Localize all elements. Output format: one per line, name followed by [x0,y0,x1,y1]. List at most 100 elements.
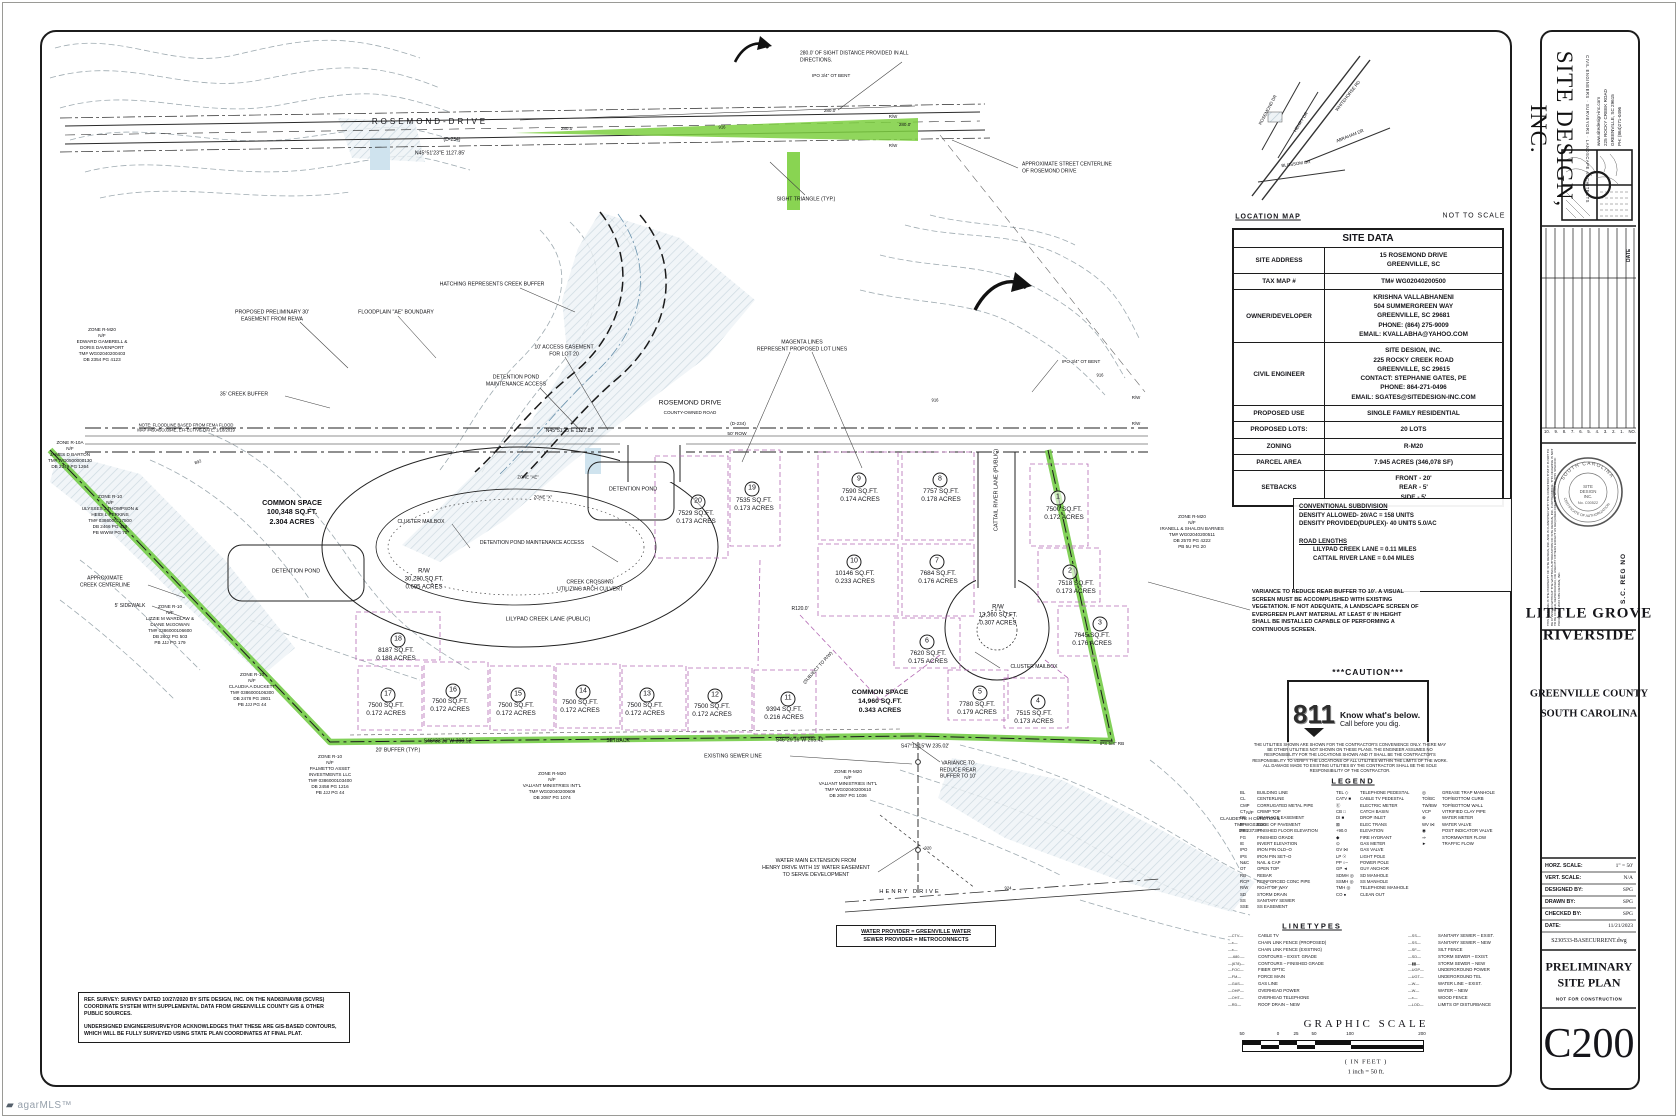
graphic-scale-units: ( IN FEET ) [1344,1058,1388,1066]
location-map-scale-note: NOT TO SCALE [1442,212,1506,220]
site-data-value: R-M20 [1403,442,1424,450]
linetype-item: —UGP—UNDERGROUND POWER [1408,967,1490,973]
survey-notes: REF. SURVEY: SURVEY DATED 10/27/2020 BY … [78,992,350,1044]
project-title-line1: LITTLE GROVE [1525,605,1653,622]
legend-item: PP ○–POWER POLE [1336,859,1389,865]
drawing-file-name: S230533-BASECURRENT.dwg [1551,938,1627,944]
subdivision-line: ROAD LENGTHS [1299,538,1347,545]
company-name: SITE DESIGN, INC. [1526,50,1577,208]
svg-text:SITE: SITE [1583,484,1593,489]
scale-tick: 50 [1239,1031,1245,1036]
detention-pond-outline [227,461,675,602]
site-data-label: TAX MAP # [1234,273,1325,289]
revision-date-label: DATE [1626,248,1632,262]
floodplain-boundary [474,211,667,479]
green-buffer-top [787,152,800,210]
linetypes-title: LINETYPES [1282,921,1342,931]
linetype-item: —CTV—CABLE TV [1228,933,1279,938]
north-arrow-icon [733,36,1032,311]
subdivision-line: CONVENTIONAL SUBDIVISION [1299,504,1388,510]
site-data-row: TAX MAP #TM# WG02040200500 [1234,273,1502,290]
legend-item: WV ⋈WATER VALVE [1422,821,1472,827]
linetype-item: —SD—STORM SEWER – EXIST. [1408,953,1489,959]
site-data-label: CIVIL ENGINEER [1234,343,1325,405]
title-strip-border [1540,30,1640,1090]
call-before-dig: Call before you dig. [1339,720,1401,728]
graphic-scale-bar [1242,1040,1424,1052]
know-whats-below: Know what's below. [1339,710,1421,721]
sheet-number: C200 [1543,1021,1635,1067]
creek-buffer-hatch [50,118,1255,912]
survey-note: REF. SURVEY: SURVEY DATED 10/27/2020 BY … [84,997,325,1018]
site-data-label: ZONING [1234,438,1325,454]
legend-item: ⊙GAS METER [1336,840,1386,846]
graphic-scale-title: GRAPHIC SCALE [1303,1018,1429,1030]
legend-item: CATV ■CABLE TV PEDESTAL [1336,796,1405,802]
svg-text:INC.: INC. [1584,494,1593,499]
linetype-item: —LOD—LIMITS OF DISTURBANCE [1408,1001,1491,1007]
linetype-item: —x—WOOD FENCE [1408,994,1468,1000]
property-boundary [47,447,1116,746]
linetype-item: —GAS—GAS LINE [1228,981,1278,987]
rosemond-drive-row [85,427,1148,453]
site-data-value: 7.945 ACRES (346,078 SF) [1374,458,1453,466]
legend-title: LEGEND [1331,776,1375,786]
site-data-value: 15 ROSEMOND DRIVE GREENVILLE, SC [1379,252,1448,269]
project-state: SOUTH CAROLINA [1540,708,1638,720]
ownership-disclaimer: THIS DRAWING IS THE PROPERTY OF SITE DES… [1546,448,1561,626]
legend-item: GP ◄GUY ANCHOR [1336,866,1389,872]
leader-lines [147,61,1251,873]
site-data-row: PROPOSED LOTS:20 LOTS [1234,422,1502,439]
utilities [844,742,1161,913]
linetype-item: —OHT—OVERHEAD TELEPHONE [1228,994,1310,1000]
linetype-item: —FOC—FIBER OPTIC [1228,967,1285,973]
legend-item: DI ■DROP INLET [1336,815,1386,821]
site-data-label: SITE ADDRESS [1234,248,1325,273]
svg-text:No. C00522: No. C00522 [1578,501,1598,505]
scale-tick: 100 [1346,1031,1354,1036]
linetype-item: —-680-—CONTOURS – EXIST. GRADE [1228,953,1317,959]
graphic-scale-ratio: 1 inch = 50 ft. [1347,1068,1385,1076]
survey-note: UNDERSIGNED ENGINEER/SURVEYOR ACKNOWLEDG… [84,1024,337,1038]
linetype-item: —OHP—OVERHEAD POWER [1228,988,1300,993]
site-data-row: SITE ADDRESS 15 ROSEMOND DRIVE GREENVILLE… [1234,248,1502,274]
revision-number: 5. [1587,429,1591,434]
revision-number: 9. [1554,429,1559,434]
sewer-provider: SEWER PROVIDER = METROCONNECTS [863,937,969,944]
legend-item: LP ☉LIGHT POLE [1336,853,1386,859]
project-county: GREENVILLE COUNTY [1529,688,1649,700]
legend-item: TMH ◎TELEPHONE MANHOLE [1336,885,1409,891]
sc-reg-no: S.C. REG NO [1620,552,1627,604]
revision-number: 1. [1620,429,1624,434]
legend-item: ►TRAFFIC FLOW [1422,840,1474,846]
title-block-rules [1542,225,1636,1009]
company-logo [1561,149,1633,221]
site-data-value: SINGLE FAMILY RESIDENTIAL [1367,409,1460,417]
linetype-item: —W—WATER LINE – EXIST. [1408,981,1482,987]
scale-tick: 200 [1418,1031,1426,1036]
subdivision-line [1299,529,1506,538]
water-provider: WATER PROVIDER = GREENVILLE WATER [861,929,971,935]
sight-triangle [515,118,918,141]
revision-number: 7. [1570,429,1575,434]
linetypes-left: —CTV—CABLE TV—x—CHAIN LINK FENCE (PROPOS… [1228,933,1418,1009]
linetype-item: —UGT—UNDERGROUND TEL [1408,974,1482,980]
linetype-item: —x—CHAIN LINK FENCE (PROPOSED) [1228,939,1327,945]
site-data-label: SETBACKS [1234,471,1325,505]
location-map-label: LOCATION MAP [1235,213,1301,221]
